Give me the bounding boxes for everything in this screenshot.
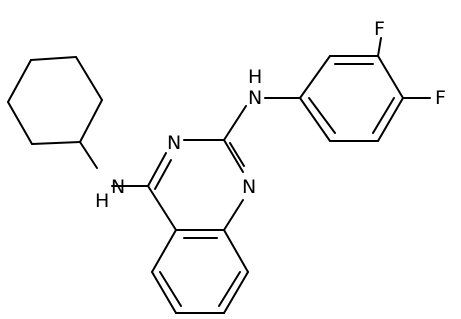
- atom-label-f: F: [435, 87, 446, 109]
- bond: [151, 271, 177, 314]
- difluorophenyl-ring: [299, 55, 404, 142]
- atom-label-n: N: [111, 176, 125, 198]
- bond: [159, 271, 182, 307]
- bond: [7, 101, 33, 145]
- bond: [377, 55, 404, 99]
- bond: [218, 271, 241, 307]
- bond: [377, 37, 382, 57]
- bond: [308, 97, 336, 134]
- bond: [79, 141, 98, 169]
- atom-label-n: N: [167, 132, 181, 154]
- bond: [75, 56, 103, 101]
- cyclohexyl-ring: [7, 56, 103, 145]
- atom-label-n: N: [248, 87, 262, 109]
- bond: [151, 229, 177, 273]
- atom-label-f: F: [374, 18, 385, 40]
- bond: [147, 185, 177, 231]
- bond: [372, 97, 395, 134]
- bond: [299, 97, 331, 142]
- bond: [31, 141, 81, 145]
- bond: [223, 229, 249, 273]
- bond: [79, 99, 103, 143]
- bond: [30, 56, 77, 61]
- bond: [223, 271, 249, 314]
- pyrimidine-ring: [147, 139, 245, 231]
- bond: [154, 159, 172, 190]
- bond: [7, 59, 32, 103]
- bond: [299, 55, 331, 99]
- atom-label-h: H: [95, 190, 109, 212]
- bond: [223, 199, 244, 231]
- bond: [229, 142, 245, 167]
- bond: [223, 105, 247, 141]
- bond: [377, 97, 404, 142]
- bond: [223, 139, 244, 173]
- benzo-ring: [151, 229, 249, 314]
- atom-label-n: N: [242, 176, 256, 198]
- bond: [147, 152, 167, 187]
- atom-label-h: H: [248, 66, 262, 88]
